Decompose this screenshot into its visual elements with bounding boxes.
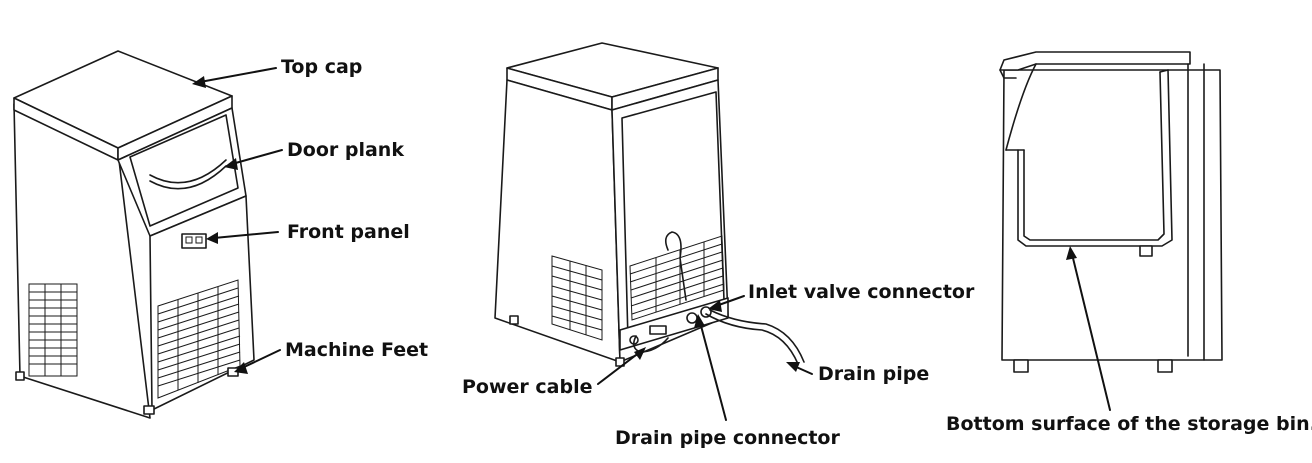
rear-foot [509,315,519,325]
inlet-valve-port [700,306,712,318]
label-power-cable: Power cable [462,376,593,398]
label-storage-bin-bottom: Bottom surface of the storage bin. [946,413,1312,435]
rear-view-machine [494,42,805,367]
callout-arrows-front [192,67,283,374]
label-inlet-valve-connector: Inlet valve connector [748,281,975,303]
rear-hose-loop [664,231,687,301]
callout-arrows-rear [597,295,813,421]
front-vent-grille [157,279,241,399]
side-vent-grille [28,283,78,377]
door-plank-part [129,114,239,227]
drain-pipe-hose [705,313,799,365]
power-cable-plug [629,335,639,345]
section-outer-cabinet [1001,69,1223,361]
label-front-panel: Front panel [287,221,410,243]
bin-support [1139,245,1153,257]
machine-foot-front [143,405,155,415]
label-drain-pipe: Drain pipe [818,363,930,385]
section-foot-left [1013,359,1029,373]
section-top-cap [999,51,1191,71]
label-drain-pipe-connector: Drain pipe connector [615,427,840,449]
control-panel [181,233,207,249]
section-foot-right [1157,359,1173,373]
machine-foot-left [15,371,25,381]
rear-back-vent [629,235,725,321]
front-view-machine [13,50,255,419]
storage-bin-wall [1017,69,1173,247]
door-handle [149,159,227,184]
section-door-curve [1005,63,1037,151]
rear-side-vent [551,255,603,341]
section-view-machine [999,51,1223,373]
label-door-plank: Door plank [287,139,404,161]
callout-arrow-section [1066,246,1111,411]
rear-label-plate [649,325,667,335]
label-machine-feet: Machine Feet [285,339,429,361]
label-top-cap: Top cap [281,56,363,78]
